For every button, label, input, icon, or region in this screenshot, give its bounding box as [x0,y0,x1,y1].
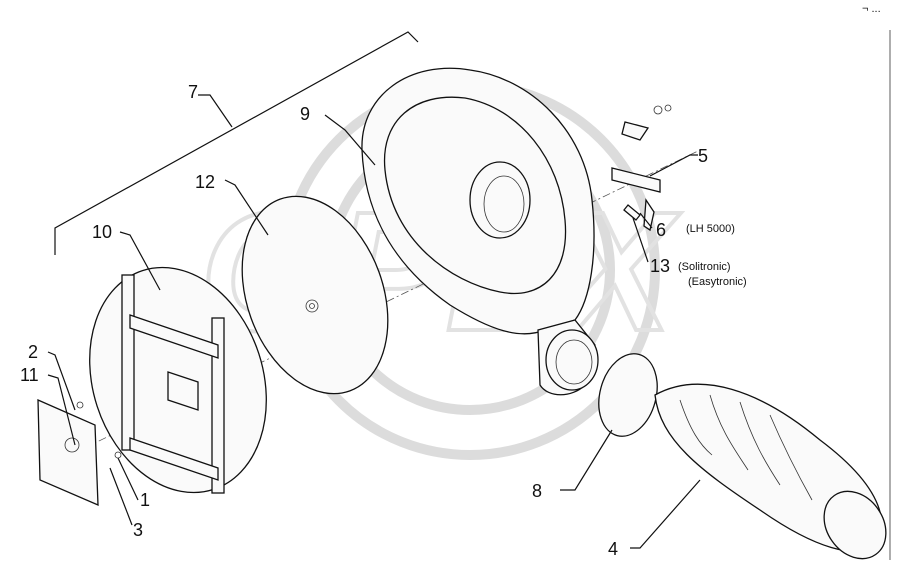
fan-housing [361,67,599,396]
back-plate [89,266,267,494]
callout-7: 7 [188,82,198,102]
hose [654,383,887,560]
note-easytronic: (Easytronic) [688,276,747,288]
callout-12: 12 [195,172,215,192]
leader-1 [117,457,139,501]
note-solitronic: (Solitronic) [678,261,731,273]
callout-4: 4 [608,539,618,559]
leader-12 [224,179,269,236]
callout-3: 3 [133,520,143,540]
leader-6 [639,212,653,229]
callout-11: 11 [20,365,39,385]
leader-10 [119,231,161,291]
corner-mark: ¬ ... [862,3,881,15]
callout-5: 5 [698,146,708,166]
callout-13: 13 [650,256,670,276]
leader-11 [47,374,76,446]
callout-9: 9 [300,104,310,124]
callout-10: 10 [92,222,112,242]
impeller [241,195,389,395]
callout-2: 2 [28,342,38,362]
leader-4 [630,479,701,549]
callout-6: 6 [656,220,666,240]
leader-3 [109,467,133,526]
group-bracket-7 [54,31,419,255]
leader-13 [632,217,649,263]
leader-7 [198,94,233,128]
note-lh5000: (LH 5000) [686,223,735,235]
callout-1: 1 [140,490,150,510]
leader-2 [47,351,76,411]
mounting-bracket [37,398,122,507]
leader-8 [560,429,613,491]
leader-9 [324,114,376,166]
leader-5 [649,154,698,177]
hose-clamp [598,353,658,437]
callout-8: 8 [532,481,542,501]
small-brackets [611,104,672,232]
